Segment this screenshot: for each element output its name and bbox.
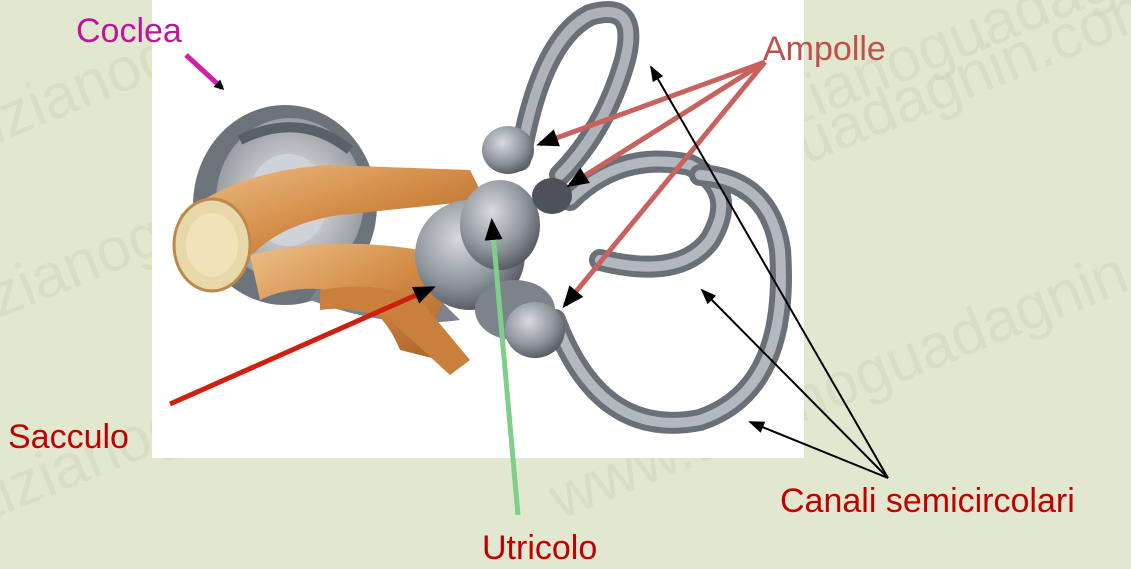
inner-ear-illustration	[152, 0, 804, 458]
label-sacculo: Sacculo	[8, 418, 129, 456]
label-ampolle: Ampolle	[763, 30, 886, 68]
label-canali-semicircolari: Canali semicircolari	[780, 482, 1075, 520]
label-coclea: Coclea	[76, 12, 182, 50]
label-utricolo: Utricolo	[482, 529, 597, 567]
